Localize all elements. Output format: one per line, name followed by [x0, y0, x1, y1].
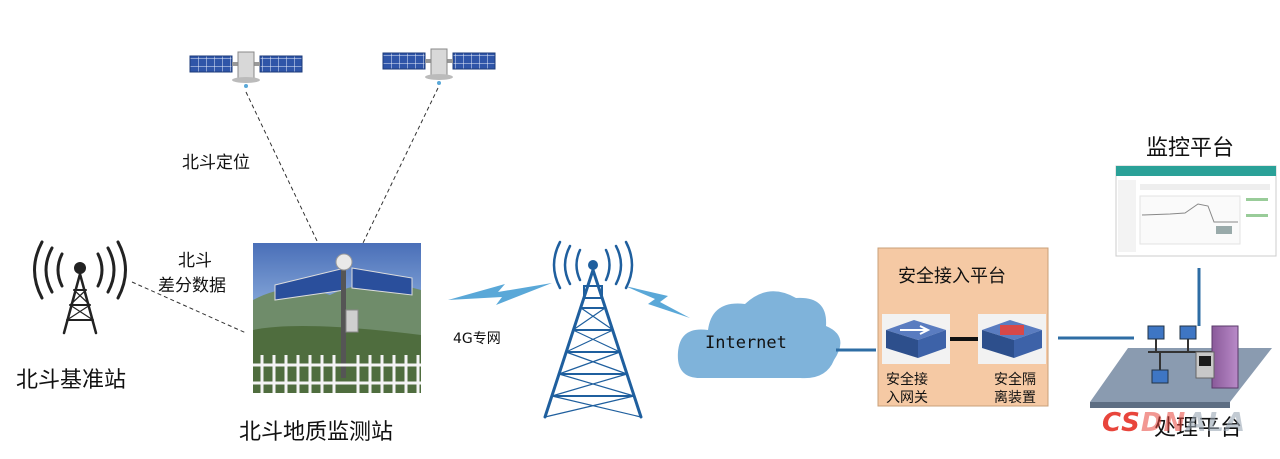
reference-station-label: 北斗基准站	[16, 368, 127, 393]
cell-tower-icon	[543, 240, 643, 419]
internet-cloud-icon	[677, 291, 841, 379]
gateway-device-icon	[882, 314, 950, 364]
beidou-diff-label-line1: 北斗	[178, 251, 212, 271]
processing-platform-icon	[1090, 325, 1272, 408]
watermark-logo: CSDNALA	[1102, 408, 1246, 438]
gateway-label-line2: 入网关	[886, 390, 928, 406]
watermark-part1: CS	[1102, 408, 1141, 438]
internet-label: Internet	[705, 333, 787, 353]
geo-station-label: 北斗地质监测站	[239, 420, 394, 445]
isolation-label-line1: 安全隔	[994, 372, 1036, 388]
monitor-platform-label: 监控平台	[1146, 136, 1235, 161]
monitor-screenshot	[1115, 165, 1277, 257]
geo-station-photo	[253, 243, 421, 393]
watermark-part3: ALA	[1186, 408, 1247, 438]
reference-station-icon	[33, 240, 127, 335]
isolation-device-icon	[978, 314, 1046, 364]
satellite-icon	[189, 51, 303, 88]
beidou-diff-label-line2: 差分数据	[158, 276, 226, 296]
network-4g-label: 4G专网	[453, 331, 501, 347]
security-platform-title: 安全接入平台	[898, 266, 1006, 287]
processing-platform-label: 处理平台	[1154, 416, 1243, 441]
satellite-link-line	[245, 91, 319, 244]
watermark-part2: DN	[1140, 408, 1187, 438]
satellite-icon	[382, 48, 496, 85]
satellite-link-line	[362, 87, 439, 244]
wireless-link-icon	[625, 286, 690, 318]
beidou-positioning-label: 北斗定位	[182, 153, 250, 173]
gateway-label-line1: 安全接	[886, 372, 928, 388]
isolation-label-line2: 离装置	[994, 390, 1036, 406]
wireless-link-icon	[448, 283, 552, 305]
